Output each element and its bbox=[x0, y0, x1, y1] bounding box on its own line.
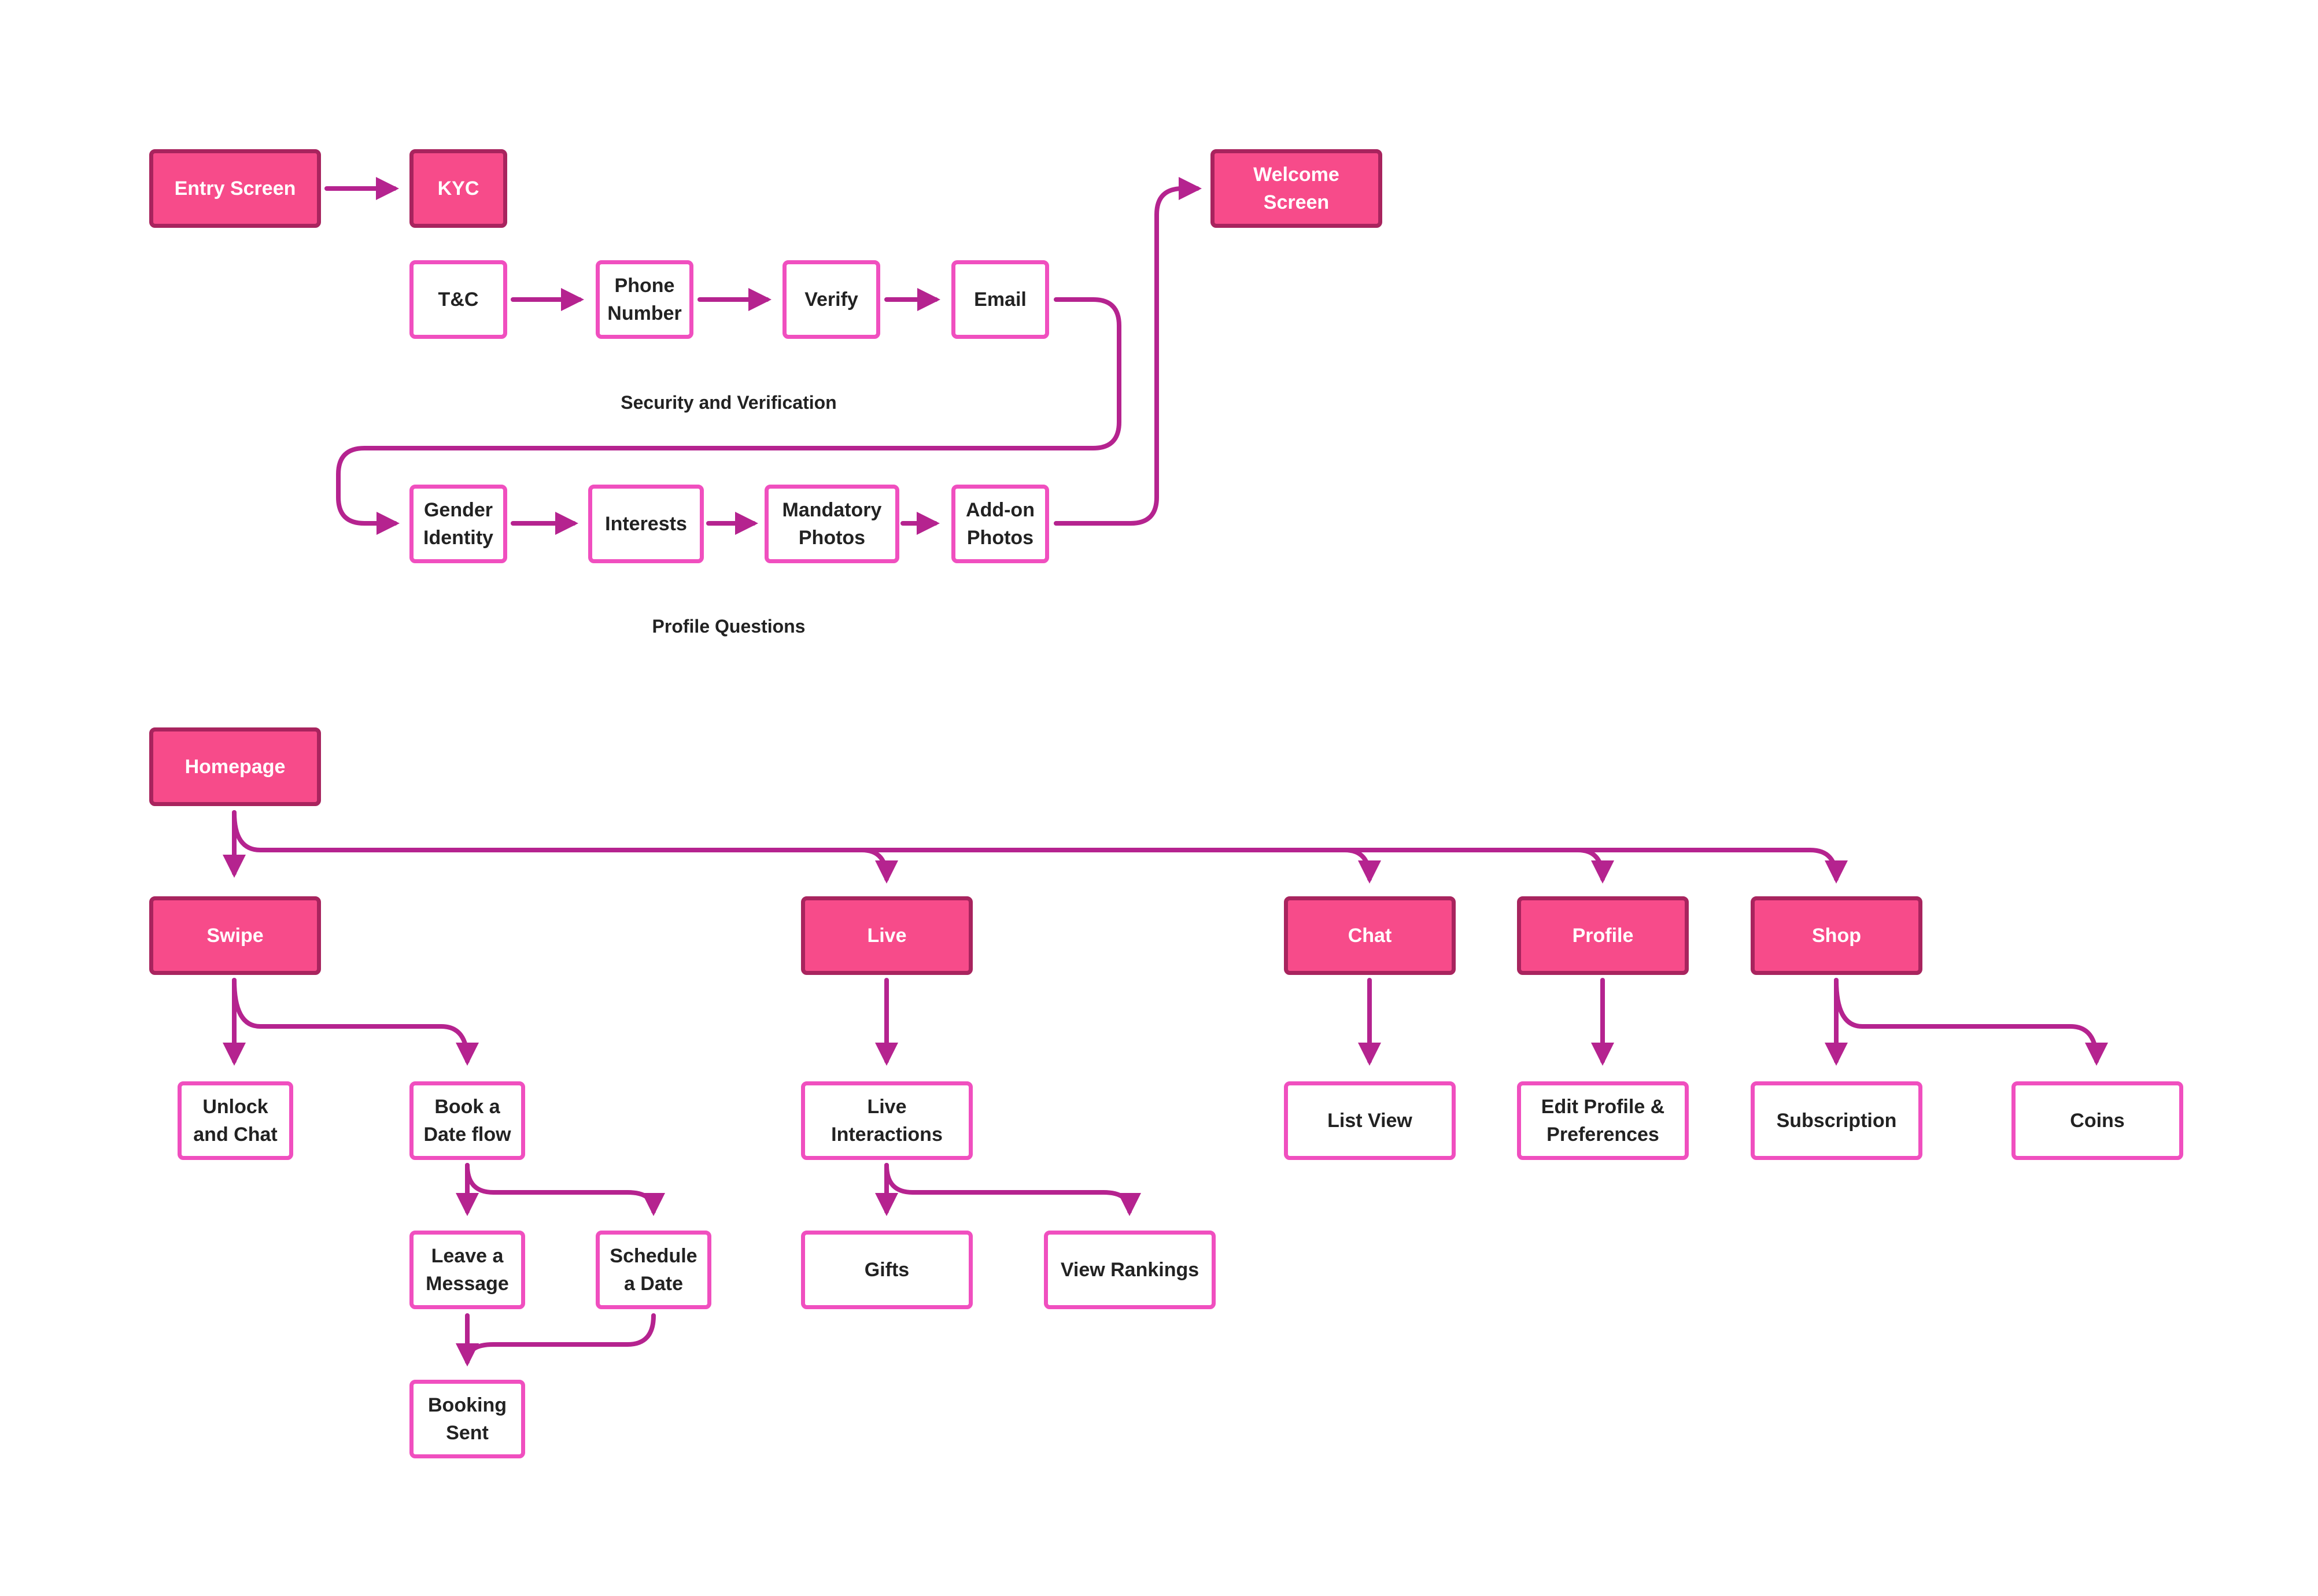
node-tc[interactable]: T&C bbox=[409, 260, 507, 339]
edge-homepage-bus bbox=[232, 810, 1848, 884]
node-verify[interactable]: Verify bbox=[782, 260, 880, 339]
node-shop[interactable]: Shop bbox=[1751, 896, 1922, 975]
node-email[interactable]: Email bbox=[951, 260, 1049, 339]
node-swipe[interactable]: Swipe bbox=[149, 896, 321, 975]
node-addon-photos[interactable]: Add-on Photos bbox=[951, 485, 1049, 563]
edge-shop-to-coins bbox=[1834, 978, 2108, 1066]
node-booking-sent[interactable]: Booking Sent bbox=[409, 1380, 525, 1458]
node-interests[interactable]: Interests bbox=[588, 485, 704, 563]
edge-bus-to-live bbox=[859, 848, 898, 884]
node-leave-a-message[interactable]: Leave a Message bbox=[409, 1231, 525, 1309]
edge-book-to-schedule bbox=[465, 1163, 665, 1216]
edge-schedule-to-booking bbox=[456, 1313, 656, 1366]
node-homepage[interactable]: Homepage bbox=[149, 727, 321, 806]
edge-swipe-to-book bbox=[232, 978, 479, 1066]
edge-bus-to-profile bbox=[1575, 848, 1614, 884]
node-coins[interactable]: Coins bbox=[2011, 1081, 2183, 1160]
node-welcome-screen[interactable]: Welcome Screen bbox=[1210, 149, 1382, 228]
node-live[interactable]: Live bbox=[801, 896, 973, 975]
node-chat[interactable]: Chat bbox=[1284, 896, 1456, 975]
node-gender-identity[interactable]: Gender Identity bbox=[409, 485, 507, 563]
node-mandatory-photos[interactable]: Mandatory Photos bbox=[765, 485, 899, 563]
node-book-a-date-flow[interactable]: Book a Date flow bbox=[409, 1081, 525, 1160]
node-unlock-and-chat[interactable]: Unlock and Chat bbox=[178, 1081, 293, 1160]
edge-addon-to-welcome bbox=[1054, 177, 1202, 526]
node-profile[interactable]: Profile bbox=[1517, 896, 1689, 975]
node-entry-screen[interactable]: Entry Screen bbox=[149, 149, 321, 228]
caption-profile-questions: Profile Questions bbox=[652, 616, 806, 637]
node-list-view[interactable]: List View bbox=[1284, 1081, 1456, 1160]
edge-email-to-gender bbox=[336, 297, 1121, 535]
edge-interactions-to-rankings bbox=[884, 1163, 1141, 1216]
caption-security-and-verification: Security and Verification bbox=[621, 392, 837, 413]
edge-bus-to-chat bbox=[1342, 848, 1381, 884]
node-edit-profile-preferences[interactable]: Edit Profile & Preferences bbox=[1517, 1081, 1689, 1160]
node-live-interactions[interactable]: Live Interactions bbox=[801, 1081, 973, 1160]
node-phone-number[interactable]: Phone Number bbox=[596, 260, 693, 339]
node-schedule-a-date[interactable]: Schedule a Date bbox=[596, 1231, 711, 1309]
node-kyc[interactable]: KYC bbox=[409, 149, 507, 228]
node-view-rankings[interactable]: View Rankings bbox=[1044, 1231, 1216, 1309]
node-subscription[interactable]: Subscription bbox=[1751, 1081, 1922, 1160]
node-gifts[interactable]: Gifts bbox=[801, 1231, 973, 1309]
